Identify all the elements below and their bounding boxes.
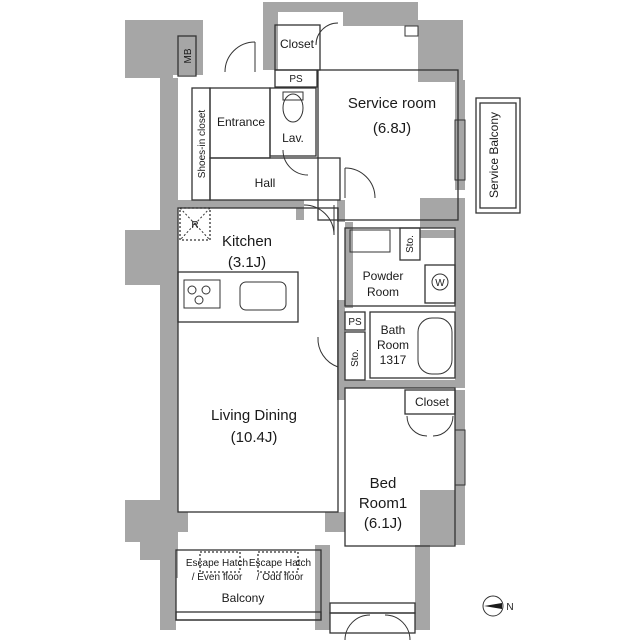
storage-upper-label: Sto.: [405, 235, 416, 253]
kitchen-name: Kitchen: [222, 233, 272, 250]
kitchen-size: (3.1J): [228, 254, 266, 271]
compass-label: N: [506, 602, 513, 613]
ps-top-label: PS: [289, 74, 303, 85]
north-arrow-icon: N: [482, 595, 514, 617]
room-outlines: [175, 24, 521, 634]
bath-room-line3: 1317: [380, 353, 407, 367]
ps-mid-label: PS: [348, 317, 362, 328]
stove-icon: [183, 279, 221, 309]
powder-room-line2: Room: [367, 285, 399, 299]
hall-label: Hall: [255, 176, 276, 190]
escape-even-line1: Escape Hatch: [186, 558, 248, 569]
fixtures: [179, 91, 453, 375]
closet-bed-label: Closet: [415, 395, 450, 409]
storage-lower-label: Sto.: [350, 349, 361, 367]
balcony-label: Balcony: [222, 591, 265, 605]
closet-top-label: Closet: [280, 37, 315, 51]
toilet-icon: [282, 93, 304, 123]
service-balcony-label: Service Balcony: [487, 112, 501, 198]
labels: Service room (6.8J) Service Balcony Clos…: [183, 37, 501, 605]
bed-room-line1: Bed: [370, 475, 397, 492]
bathtub-icon: [417, 317, 453, 375]
entrance-label: Entrance: [217, 115, 265, 129]
service-room-size: (6.8J): [373, 120, 411, 137]
door-swings: [224, 22, 454, 640]
mb-label: MB: [183, 48, 194, 63]
washer-icon: [431, 273, 449, 291]
bed-room-size: (6.1J): [364, 515, 402, 532]
refrigerator-label: R: [191, 220, 198, 231]
powder-room-line1: Powder: [363, 269, 404, 283]
escape-odd-line2: / Odd floor: [257, 572, 304, 583]
living-dining-name: Living Dining: [211, 407, 297, 424]
shoes-closet-label: Shoes-in closet: [197, 110, 208, 179]
bath-room-line1: Bath: [381, 323, 406, 337]
kitchen-sink-icon: [239, 281, 287, 311]
lav-label: Lav.: [282, 131, 304, 145]
living-dining-size: (10.4J): [231, 429, 278, 446]
windows: [404, 25, 466, 486]
escape-even-line2: / Even floor: [192, 572, 243, 583]
basin-icon: [349, 229, 391, 253]
service-room-name: Service room: [348, 95, 436, 112]
bed-room-line2: Room1: [359, 495, 407, 512]
washer-label: W: [435, 278, 445, 289]
bath-room-line2: Room: [377, 338, 409, 352]
escape-odd-line1: Escape Hatch: [249, 558, 311, 569]
